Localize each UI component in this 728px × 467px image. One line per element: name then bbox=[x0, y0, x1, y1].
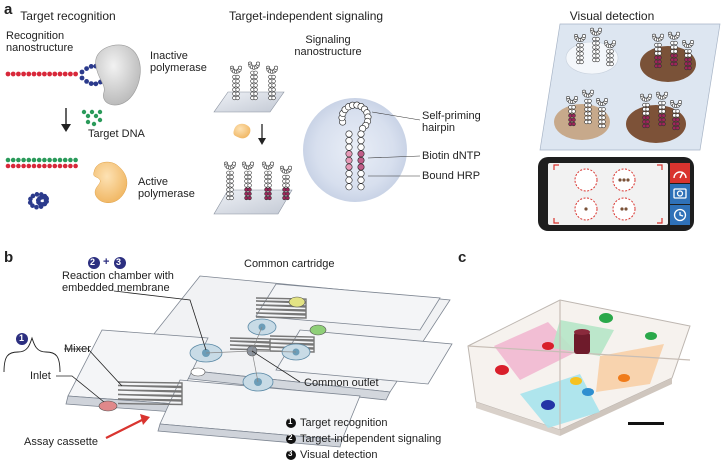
hairpin-zoom-circle bbox=[303, 98, 407, 202]
signaling-plate-top bbox=[213, 91, 285, 113]
camera-icon bbox=[673, 188, 687, 199]
clock-icon bbox=[673, 208, 687, 222]
label-self-priming: Self-priming bbox=[422, 110, 481, 122]
duplex-strand bbox=[5, 157, 78, 169]
title-target-independent: Target-independent signaling bbox=[228, 9, 384, 23]
legend-num-1: 1 bbox=[288, 417, 293, 426]
mixers bbox=[117, 297, 315, 406]
label-active: Active bbox=[138, 176, 168, 188]
label-inactive-polymerase: polymerase bbox=[150, 62, 207, 74]
red-arrow-icon bbox=[105, 414, 150, 439]
badge-3: 3 bbox=[116, 257, 122, 267]
spot-tan bbox=[554, 104, 610, 140]
label-recognition: Recognition bbox=[6, 30, 65, 42]
reaction-chamber-centers bbox=[202, 323, 300, 386]
inlet-ports bbox=[98, 296, 327, 412]
badge-plus: + bbox=[103, 256, 110, 268]
cassette-bottom bbox=[157, 379, 361, 448]
badge-1: 1 bbox=[19, 333, 25, 343]
badge-2: 2 bbox=[90, 257, 96, 267]
recognition-nanostructure bbox=[5, 63, 108, 87]
legend-num-2: 2 bbox=[288, 433, 293, 442]
label-mixer: Mixer bbox=[64, 343, 91, 355]
zoom-leader-lines bbox=[367, 111, 421, 177]
label-nanostructure: nanostructure bbox=[6, 42, 74, 54]
legend-item-3: Visual detection bbox=[300, 449, 378, 461]
hairpins-top bbox=[230, 61, 278, 101]
leader-lines-b bbox=[56, 290, 301, 403]
label-signaling: Signaling bbox=[305, 34, 351, 46]
panel-c-letter: c bbox=[458, 249, 467, 266]
common-outlet-hub bbox=[205, 326, 297, 383]
legend-item-2: Target-independent signaling bbox=[300, 433, 442, 445]
down-arrow-2 bbox=[258, 124, 266, 145]
label-hairpin: hairpin bbox=[422, 122, 456, 134]
detection-hairpins bbox=[565, 27, 694, 131]
title-visual-detection: Visual detection bbox=[569, 9, 655, 23]
spot-brown-bottom bbox=[626, 105, 686, 143]
signaling-plate-bottom bbox=[213, 189, 293, 215]
smartphone bbox=[538, 157, 694, 231]
label-inactive: Inactive bbox=[150, 50, 188, 62]
label-target-dna: Target DNA bbox=[88, 128, 145, 140]
device-photo bbox=[467, 299, 691, 436]
down-arrow-1 bbox=[61, 108, 71, 132]
left-brace bbox=[3, 336, 61, 373]
legend-item-1: Target recognition bbox=[300, 417, 388, 429]
panel-b-letter: b bbox=[4, 249, 14, 266]
photo-ports bbox=[495, 313, 657, 410]
label-biotin-dntp: Biotin dNTP bbox=[422, 150, 481, 162]
label-assay-cassette: Assay cassette bbox=[24, 436, 98, 448]
scale-bar bbox=[628, 422, 664, 425]
label-embedded-membrane: embedded membrane bbox=[62, 282, 170, 294]
coiled-strand bbox=[27, 192, 50, 210]
hairpins-bottom bbox=[224, 161, 292, 201]
target-dna-strands bbox=[81, 109, 103, 127]
speedometer-icon bbox=[673, 171, 687, 179]
legend-num-3: 3 bbox=[288, 449, 293, 458]
zoom-hairpin bbox=[338, 101, 372, 191]
label-common-outlet: Common outlet bbox=[304, 377, 379, 389]
active-polymerase-shape bbox=[93, 161, 128, 203]
panel-a-letter: a bbox=[4, 1, 13, 18]
spot-brown-top bbox=[640, 46, 696, 82]
label-bound-hrp: Bound HRP bbox=[422, 170, 481, 182]
label-common-cartridge: Common cartridge bbox=[244, 258, 335, 270]
label-active-polymerase: polymerase bbox=[138, 188, 195, 200]
badge-group-b bbox=[16, 257, 126, 345]
legend-badges bbox=[286, 418, 296, 460]
inactive-polymerase-shape bbox=[95, 44, 141, 106]
small-polymerase bbox=[233, 123, 251, 139]
title-target-recognition: Target recognition bbox=[20, 9, 116, 23]
label-reaction-chamber: Reaction chamber with bbox=[62, 270, 174, 282]
label-signaling-nanostructure: nanostructure bbox=[294, 46, 362, 58]
label-inlet: Inlet bbox=[30, 370, 51, 382]
